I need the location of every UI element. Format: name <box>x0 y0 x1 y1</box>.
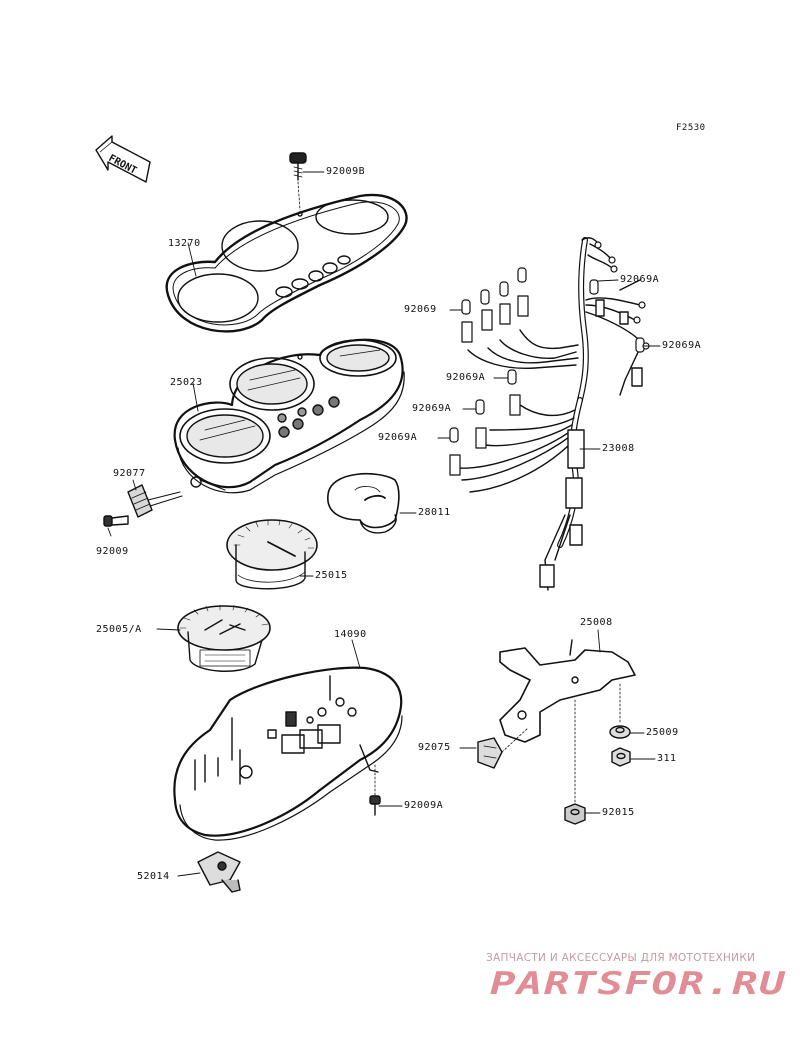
callout-25023: 25023 <box>170 377 203 388</box>
watermark-brand: PARTSFOR.RU <box>490 966 786 1000</box>
leader-lines <box>107 171 661 877</box>
cover-28011 <box>327 472 400 534</box>
callout-92069a-3: 92069A <box>446 372 486 383</box>
nut-92015-icon <box>564 699 586 825</box>
callout-311: 311 <box>657 753 677 764</box>
watermark-tagline: ЗАПЧАСТИ И АКСЕССУАРЫ ДЛЯ МОТОТЕХНИКИ <box>486 952 756 964</box>
watermark-logo: PARTSFOR.RU <box>490 966 786 1000</box>
callout-92069a-5: 92069A <box>378 432 418 443</box>
gasket-13270 <box>165 193 408 333</box>
callout-23008: 23008 <box>602 443 635 454</box>
bracket-52014 <box>197 851 241 893</box>
callout-52014: 52014 <box>137 871 170 882</box>
callout-92069a-4: 92069A <box>412 403 452 414</box>
front-arrow-icon: FRONT <box>95 135 151 183</box>
callout-92075: 92075 <box>418 742 451 753</box>
callout-92069a-2: 92069A <box>662 340 702 351</box>
nut-311-icon <box>611 747 631 767</box>
meter-case-25023 <box>173 338 405 494</box>
callout-25015: 25015 <box>315 570 348 581</box>
wiring-harness-23008 <box>457 237 646 591</box>
gauge-25015 <box>226 519 318 590</box>
screw-92009a-icon <box>369 764 381 816</box>
screw-92009b-icon <box>289 152 307 211</box>
callout-13270: 13270 <box>168 238 201 249</box>
front-arrow-label: FRONT <box>107 153 139 177</box>
callout-92015: 92015 <box>602 807 635 818</box>
callout-92009a: 92009A <box>404 800 444 811</box>
screw-92009-icon <box>103 515 129 527</box>
callout-25008: 25008 <box>580 617 613 628</box>
callout-92069a-1: 92069A <box>620 274 660 285</box>
grommet-92075-icon <box>477 727 529 769</box>
speedometer-25005a <box>177 604 271 672</box>
washer-25009-icon <box>609 683 631 739</box>
callout-92069: 92069 <box>404 304 437 315</box>
callout-92009: 92009 <box>96 546 129 557</box>
drawing-code: F2530 <box>676 123 706 133</box>
lower-case-14090 <box>173 666 403 841</box>
callout-92077: 92077 <box>113 468 146 479</box>
callout-14090: 14090 <box>334 629 367 640</box>
bracket-25008 <box>499 639 636 743</box>
callout-25005a: 25005/A <box>96 624 142 635</box>
knob-92077-icon <box>127 484 183 518</box>
callout-25009: 25009 <box>646 727 679 738</box>
callout-28011: 28011 <box>418 507 451 518</box>
callout-92009b: 92009B <box>326 166 366 177</box>
